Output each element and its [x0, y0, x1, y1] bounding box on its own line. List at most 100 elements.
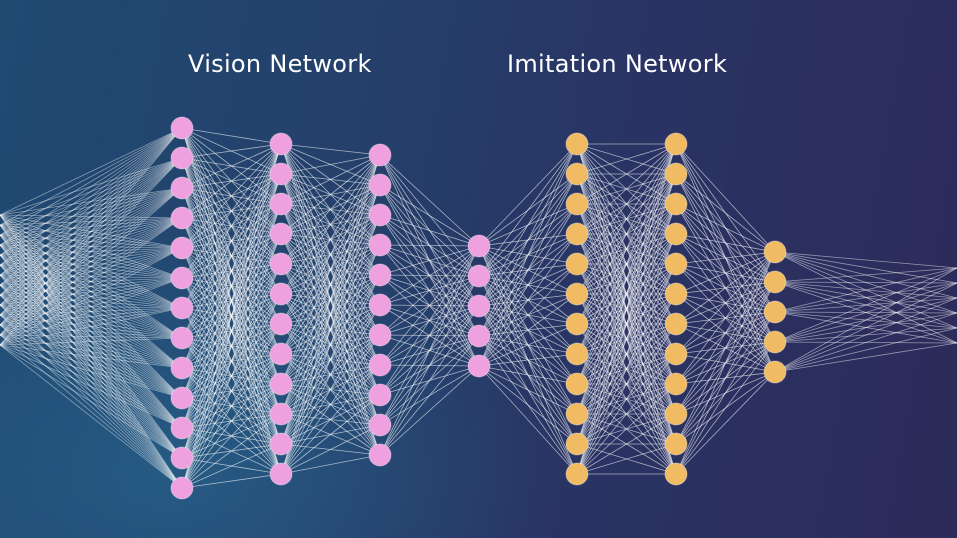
layer-connection — [576, 143, 677, 205]
input-connection — [0, 294, 183, 369]
vision-neuron — [269, 252, 293, 276]
input-connection — [0, 254, 183, 399]
layer-connection — [280, 154, 381, 445]
imitation-neuron — [565, 222, 589, 246]
layer-4-bottleneck — [467, 234, 491, 378]
layer-connection — [576, 203, 677, 475]
layer-connection — [379, 184, 480, 247]
input-connection — [0, 127, 183, 276]
input-connection — [0, 214, 183, 219]
layer-connection — [478, 203, 578, 367]
imitation-neuron — [565, 132, 589, 156]
layer-connection — [280, 154, 381, 175]
input-connection — [0, 314, 183, 489]
input-connection — [0, 127, 183, 266]
imitation-neuron — [565, 342, 589, 366]
layer-connection — [280, 274, 381, 475]
layer-connection — [379, 275, 480, 456]
layer-connection — [478, 365, 578, 475]
input-connection — [0, 274, 183, 489]
imitation-neuron — [565, 432, 589, 456]
imitation-neuron — [763, 270, 787, 294]
input-connection — [0, 254, 183, 459]
input-connection — [0, 217, 183, 266]
input-connection — [0, 324, 183, 339]
layer-connection — [280, 154, 381, 265]
input-connection — [0, 304, 183, 339]
output-connection — [774, 281, 957, 344]
input-connection — [0, 127, 183, 316]
input-connection — [0, 284, 183, 369]
input-connection — [0, 294, 183, 459]
layer-connection — [181, 143, 282, 219]
input-connection — [0, 344, 183, 459]
layer-connection — [576, 143, 677, 325]
input-connection — [0, 314, 183, 459]
vision-neuron — [269, 132, 293, 156]
layer-connection — [379, 245, 480, 396]
input-connection — [0, 294, 183, 309]
input-connection — [0, 274, 183, 369]
input-connection — [0, 224, 183, 249]
vision-neuron — [368, 263, 392, 287]
output-connection — [774, 342, 957, 373]
input-connection — [0, 187, 183, 216]
input-connection — [0, 304, 183, 369]
vision-neuron — [368, 233, 392, 257]
layer-connection — [675, 251, 776, 475]
input-connection — [0, 284, 183, 399]
input-connection — [0, 284, 183, 489]
layer-connection — [675, 281, 776, 475]
input-connection — [0, 274, 183, 279]
input-connection — [0, 234, 183, 429]
layer-connection — [576, 143, 677, 415]
input-connection — [0, 224, 183, 399]
input-connection — [0, 277, 183, 286]
input-connection — [0, 214, 183, 309]
layer-connection — [379, 245, 480, 426]
input-connection — [0, 264, 183, 459]
input-connection — [0, 187, 183, 306]
vision-neuron — [170, 416, 194, 440]
layer-connection — [181, 263, 282, 489]
imitation-neuron — [565, 162, 589, 186]
layer-connection — [280, 154, 381, 235]
imitation-neuron — [664, 252, 688, 276]
input-connection — [0, 224, 183, 309]
input-connection — [0, 264, 183, 339]
input-connection — [0, 334, 183, 429]
layer-connection — [675, 251, 776, 415]
input-connection — [0, 247, 183, 326]
input-connection — [0, 187, 183, 296]
input-connection — [0, 304, 183, 459]
input-connection — [0, 224, 183, 369]
input-connection — [0, 244, 183, 369]
layer-connection — [280, 154, 381, 325]
output-connection — [774, 327, 957, 373]
imitation-neuron — [664, 342, 688, 366]
input-connection — [0, 157, 183, 266]
input-connection — [0, 217, 183, 256]
output-connection — [774, 251, 957, 329]
input-connection — [0, 187, 183, 276]
vision-neuron — [368, 443, 392, 467]
layer-connection — [280, 304, 381, 475]
layer-connection — [181, 143, 282, 369]
input-connection — [0, 304, 183, 309]
imitation-neuron — [565, 252, 589, 276]
layer-connection — [576, 143, 677, 445]
input-connection — [0, 274, 183, 429]
input-connection — [0, 224, 183, 459]
input-connection — [0, 157, 183, 236]
layer-connection — [181, 353, 282, 489]
layer-connection — [478, 263, 578, 367]
layer-connection — [379, 245, 480, 306]
input-connection — [0, 214, 183, 429]
input-connection — [0, 187, 183, 316]
input-connection — [0, 234, 183, 399]
input-connection — [0, 314, 183, 399]
layer-connection — [576, 263, 677, 475]
input-connection — [0, 157, 183, 276]
layer-connection — [675, 251, 776, 295]
layer-connection — [478, 143, 578, 247]
